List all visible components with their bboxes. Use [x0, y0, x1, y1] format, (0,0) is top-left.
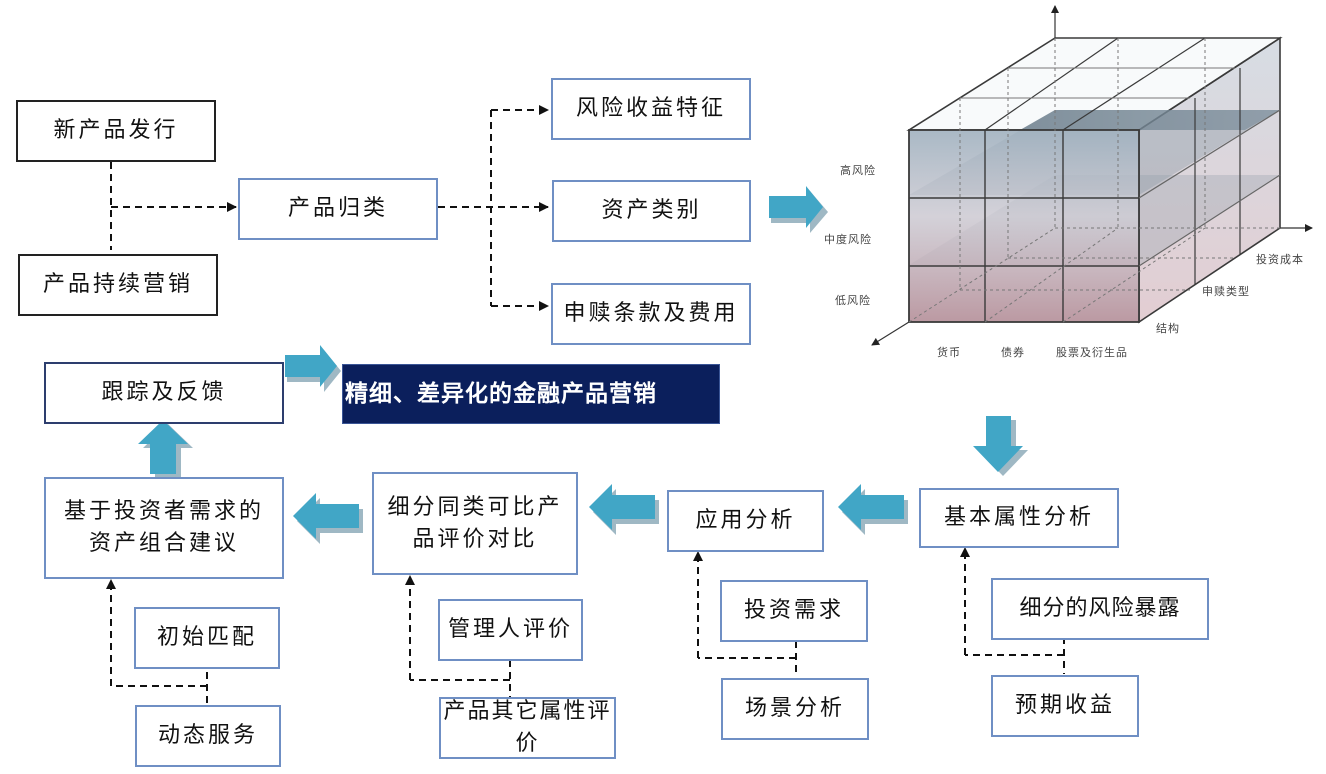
arrow-basic-to-application — [838, 484, 908, 535]
invest-need-label: 投资需求 — [743, 598, 844, 624]
cube-asset-label: 股票及衍生品 — [1056, 345, 1128, 359]
new-product-label: 新产品发行 — [53, 118, 179, 144]
asset-class-box: 资产类别 — [552, 180, 751, 242]
initial-match-label: 初始匹配 — [156, 625, 257, 651]
tracking-feedback-label: 跟踪及反馈 — [101, 380, 227, 406]
invest-need-box: 投资需求 — [720, 580, 868, 642]
ongoing-marketing-label: 产品持续营销 — [42, 272, 193, 298]
asset-class-label: 资产类别 — [601, 198, 702, 224]
portfolio-line2: 资产组合建议 — [88, 531, 239, 556]
basic-attr-label: 基本属性分析 — [943, 505, 1094, 531]
arrow-to-cube — [769, 186, 828, 233]
arrow-application-to-compare — [589, 484, 659, 535]
cube-risk-label: 中度风险 — [824, 232, 872, 246]
risk-exposure-label: 细分的风险暴露 — [1019, 596, 1181, 622]
connector-classify-to-attributes — [438, 105, 549, 311]
basic-attr-box: 基本属性分析 — [919, 488, 1119, 548]
connector-risk-to-basic — [960, 547, 1065, 674]
dynamic-service-label: 动态服务 — [157, 723, 258, 749]
portfolio-box: 基于投资者需求的 资产组合建议 — [44, 477, 284, 579]
risk-return-label: 风险收益特征 — [575, 96, 726, 122]
portfolio-line1: 基于投资者需求的 — [63, 499, 264, 525]
connector-manager-to-compare — [405, 575, 511, 700]
cube-depth-label: 投资成本 — [1256, 252, 1304, 266]
peer-compare-line1: 细分同类可比产 — [387, 494, 563, 520]
cube-asset-label: 货币 — [937, 345, 961, 359]
subscription-terms-box: 申赎条款及费用 — [551, 283, 751, 345]
cube-depth-label: 结构 — [1156, 321, 1180, 335]
arrow-compare-to-portfolio — [293, 493, 363, 544]
manager-eval-label: 管理人评价 — [447, 617, 573, 643]
connector-need-to-application — [693, 551, 797, 676]
risk-return-box: 风险收益特征 — [551, 78, 751, 140]
cube-axis-front — [871, 321, 910, 346]
cube-asset-label: 债券 — [1001, 345, 1025, 359]
ongoing-marketing-box: 产品持续营销 — [18, 254, 218, 316]
subscription-terms-label: 申赎条款及费用 — [563, 301, 739, 327]
result-label: 精细、差异化的金融产品营销 — [345, 380, 657, 408]
classification-label: 产品归类 — [287, 196, 388, 222]
scenario-box: 场景分析 — [721, 678, 869, 740]
result-banner: 精细、差异化的金融产品营销 — [342, 364, 720, 424]
application-box: 应用分析 — [667, 490, 824, 552]
risk-asset-cube: 高风险 中度风险 低风险 货币 债券 股票及衍生品 投资成本 申赎类型 结构 — [824, 5, 1313, 359]
cube-depth-label: 申赎类型 — [1202, 284, 1250, 298]
arrow-portfolio-to-tracking — [138, 420, 193, 478]
other-attr-eval-box: 产品其它属性评价 — [439, 697, 616, 759]
risk-exposure-box: 细分的风险暴露 — [991, 578, 1209, 640]
expected-return-box: 预期收益 — [991, 675, 1139, 737]
scenario-label: 场景分析 — [744, 696, 845, 722]
application-label: 应用分析 — [695, 508, 796, 534]
peer-compare-line2: 品评价对比 — [412, 526, 538, 552]
initial-match-box: 初始匹配 — [134, 607, 280, 669]
other-attr-eval-label: 产品其它属性评价 — [443, 699, 612, 756]
manager-eval-box: 管理人评价 — [438, 599, 583, 661]
cube-risk-label: 高风险 — [840, 163, 876, 177]
cube-risk-label: 低风险 — [835, 293, 871, 307]
classification-box: 产品归类 — [238, 178, 438, 240]
peer-compare-box: 细分同类可比产 品评价对比 — [372, 472, 578, 575]
tracking-feedback-box: 跟踪及反馈 — [44, 362, 284, 424]
new-product-box: 新产品发行 — [16, 100, 216, 162]
arrow-down-to-basic — [973, 416, 1028, 476]
connector-new-to-classify — [110, 162, 237, 250]
dynamic-service-box: 动态服务 — [135, 705, 281, 767]
connector-initial-to-portfolio — [106, 579, 208, 706]
arrow-tracking-to-result — [285, 345, 341, 392]
expected-return-label: 预期收益 — [1014, 693, 1115, 719]
